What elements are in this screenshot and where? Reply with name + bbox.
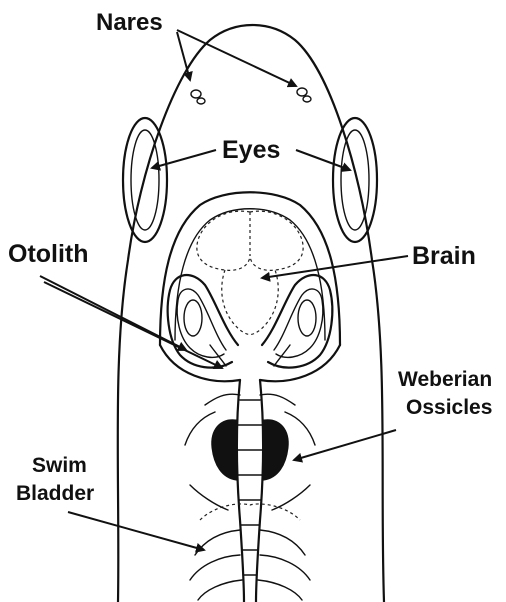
skull-inner-line bbox=[175, 209, 325, 340]
arrow-weberian bbox=[294, 430, 396, 460]
label-eyes: Eyes bbox=[222, 136, 280, 164]
skull-outline bbox=[160, 192, 340, 345]
vertebral-column bbox=[205, 380, 295, 602]
label-ossicles: Ossicles bbox=[406, 396, 492, 419]
label-nares: Nares bbox=[96, 9, 163, 36]
eye-right bbox=[333, 118, 377, 242]
label-bladder: Bladder bbox=[16, 482, 94, 505]
label-otolith: Otolith bbox=[8, 240, 89, 268]
head-outline bbox=[118, 25, 384, 602]
arrow-eyes-left bbox=[152, 150, 216, 168]
naris-right bbox=[297, 88, 311, 102]
naris-left bbox=[191, 90, 205, 104]
eye-left bbox=[123, 118, 167, 242]
brain bbox=[197, 211, 303, 334]
arrow-swim-bladder bbox=[68, 512, 204, 550]
weberian-ossicles bbox=[185, 412, 315, 480]
swim-bladder bbox=[190, 485, 310, 600]
label-swim: Swim bbox=[32, 454, 87, 477]
arrow-nares-left bbox=[177, 32, 190, 80]
label-brain: Brain bbox=[412, 242, 476, 270]
label-weberian: Weberian bbox=[398, 368, 492, 391]
arrow-otolith-2 bbox=[44, 282, 222, 368]
